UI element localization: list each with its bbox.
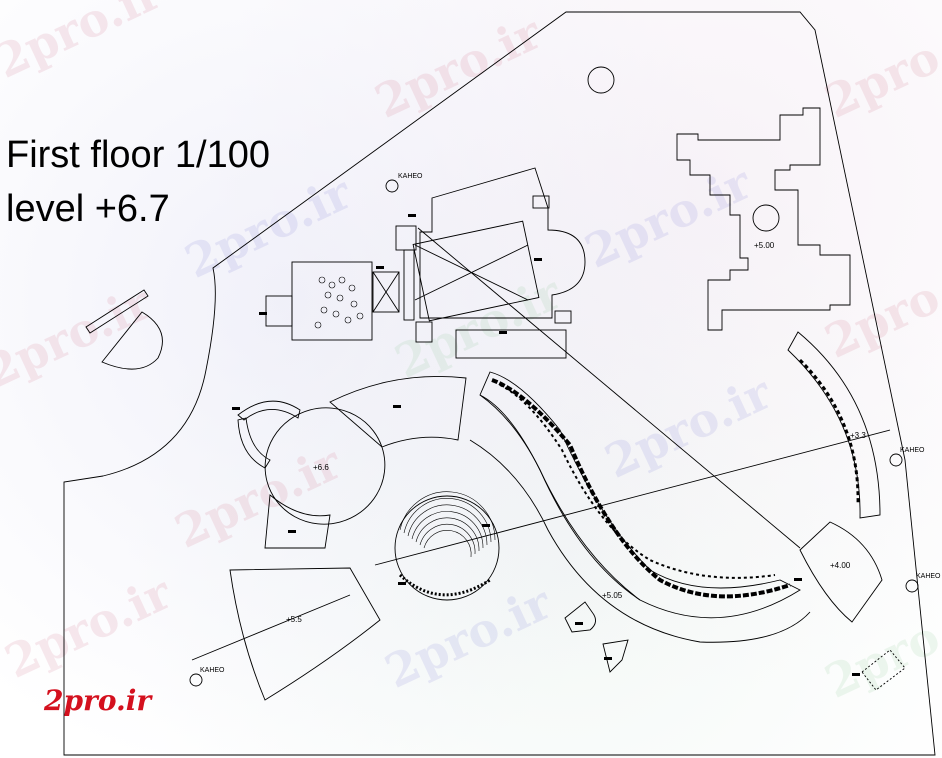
level-label: +3.3 [850,431,866,440]
amphitheater-seats [398,573,491,597]
seating-box [372,271,400,313]
arc-room [264,494,331,549]
stair-arrow [564,601,596,633]
level-label: +5.00 [754,241,775,250]
oval-hall-ring [237,400,301,421]
section-line [374,429,891,566]
north-arrow: KAHEO [189,667,225,687]
auditorium-block [291,261,373,341]
section-line [191,594,351,661]
stair-hatch [861,649,906,691]
small-room [554,310,572,324]
courtyard-inner [412,220,540,322]
semicircle-feature [101,311,163,370]
stair-box [415,321,433,343]
outer-arc-path [469,439,811,643]
left-pavilion [229,567,381,701]
drawing-title-line-2: level +6.7 [6,188,170,230]
cross-building [676,107,851,331]
circular-feature [587,66,615,94]
arc-room [329,375,467,448]
stair-arrow [602,639,629,673]
site-boundary [63,11,936,756]
seating-pattern [314,276,364,329]
amphitheater-rings [399,491,496,558]
room-tags [232,214,860,676]
void-line [372,271,400,313]
svg-text:KAHEO: KAHEO [916,573,941,580]
drawing-title-line-1: First floor 1/100 [6,134,270,176]
svg-text:KAHEO: KAHEO [900,447,925,454]
cross-building-circle [752,204,780,232]
brand-logo: 2pro.ir [44,684,152,717]
small-room [532,195,550,209]
outer-arc-path [479,394,641,601]
level-label: +5.5 [286,615,302,624]
right-arc [787,331,881,519]
svg-text:KAHEO: KAHEO [200,667,225,674]
right-pavilion [799,521,883,623]
stage-steps [265,295,293,327]
level-label: +5.05 [602,591,623,600]
courtyard-block [419,167,586,319]
section-line [417,227,801,549]
svg-text:KAHEO: KAHEO [398,173,423,180]
balcony [455,329,567,359]
amphitheater [394,495,500,601]
level-label: +6.6 [313,463,329,472]
north-arrow: KAHEO [905,573,941,593]
north-arrow: KAHEO [385,173,423,193]
curved-wing-rooms [491,378,791,599]
north-arrow: KAHEO [889,447,925,467]
corridor [403,249,415,321]
stair-box [395,225,417,251]
ramp [85,289,149,334]
level-label: +4.00 [830,561,851,570]
right-arc-rooms [798,358,860,506]
curved-stair [237,417,271,469]
oval-hall [264,407,386,525]
